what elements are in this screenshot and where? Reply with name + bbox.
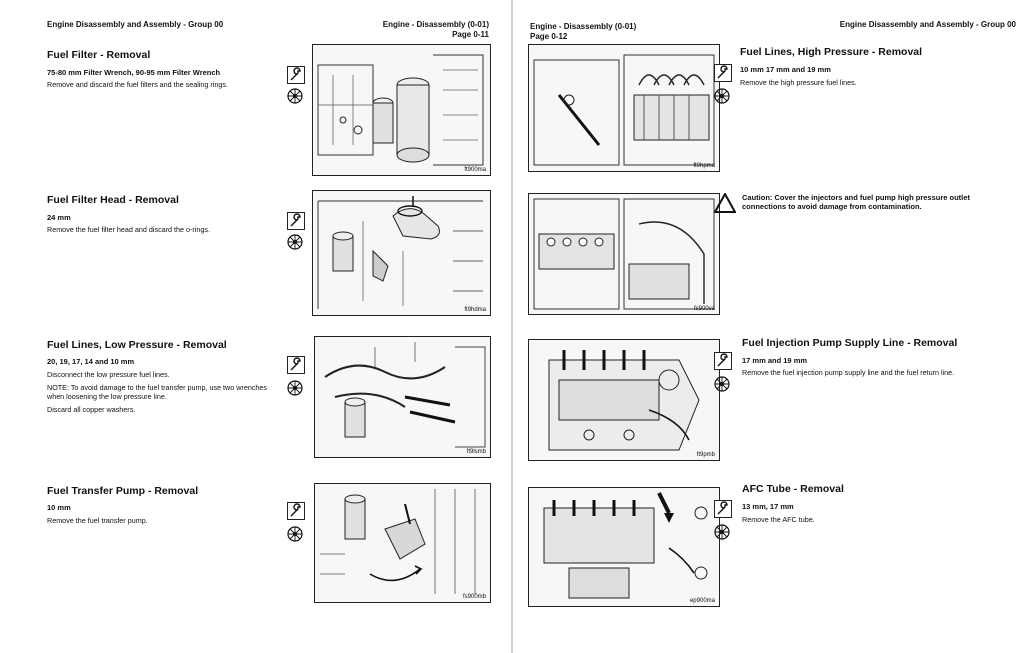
instruction-text: Remove the fuel transfer pump. <box>47 516 148 525</box>
note-body: To avoid damage to the fuel transfer pum… <box>47 383 268 401</box>
wrench-icon <box>287 356 305 374</box>
tool-spec: 13 mm, 17 mm <box>742 502 794 511</box>
wrench-icon <box>714 500 732 518</box>
caution-text: Caution: Cover the injectors and fuel pu… <box>742 193 970 211</box>
tool-spec: 10 mm <box>47 503 71 512</box>
wrench-icon <box>287 66 305 84</box>
figure-fuel-filter: ft900ma <box>312 44 491 176</box>
left-header-title: Engine Disassembly and Assembly - Group … <box>47 20 224 29</box>
figure-afc-tube: ep900ma <box>528 487 720 607</box>
tool-spec: 10 mm 17 mm and 19 mm <box>740 65 831 74</box>
compass-icon <box>287 526 303 542</box>
compass-icon <box>714 524 730 540</box>
figure-code: ep900ma <box>689 598 715 604</box>
note-text: NOTE: To avoid damage to the fuel transf… <box>47 383 282 401</box>
wrench-icon <box>287 502 305 520</box>
compass-icon <box>714 376 730 392</box>
page-divider <box>511 0 513 653</box>
figure-injection-pump-supply-line: ft9pmb <box>528 339 720 461</box>
instruction-text: Remove the fuel injection pump supply li… <box>742 368 955 377</box>
instruction-text: Remove the high pressure fuel lines. <box>740 78 857 87</box>
instruction-text: Remove the fuel filter head and discard … <box>47 225 211 234</box>
figure-fuel-transfer-pump: fs900mb <box>314 483 491 603</box>
tool-spec: 75-80 mm Filter Wrench, 90-95 mm Filter … <box>47 68 221 77</box>
right-header-page: Page 0-12 <box>530 32 568 41</box>
caution-triangle-icon <box>714 193 736 213</box>
right-header-title: Engine Disassembly and Assembly - Group … <box>839 20 1016 29</box>
right-page: Engine - Disassembly (0-01) Page 0-12 En… <box>513 0 1024 653</box>
figure-fuel-filter-head: ft9hdma <box>312 190 491 316</box>
figure-code: ft9lsmb <box>466 449 486 455</box>
section-title: AFC Tube - Removal <box>742 483 844 495</box>
section-title: Fuel Lines, Low Pressure - Removal <box>47 339 227 351</box>
instruction-text: Remove and discard the fuel filters and … <box>47 80 228 89</box>
left-page: Engine Disassembly and Assembly - Group … <box>0 0 511 653</box>
tool-spec: 24 mm <box>47 213 71 222</box>
section-title: Fuel Filter Head - Removal <box>47 194 179 206</box>
figure-code: fs900mb <box>462 594 486 600</box>
compass-icon <box>287 234 303 250</box>
instruction-text: Disconnect the low pressure fuel lines. <box>47 370 170 379</box>
compass-icon <box>287 88 303 104</box>
figure-fuel-lines-low-pressure: ft9lsmb <box>314 336 491 458</box>
figure-injector-covers: fs900va <box>528 193 720 315</box>
right-header-section: Engine - Disassembly (0-01) <box>530 22 637 31</box>
compass-icon <box>287 380 303 396</box>
instruction-text: Remove the AFC tube. <box>742 515 815 524</box>
figure-code: fs900va <box>693 306 715 312</box>
figure-code: ft9hpma <box>693 163 715 169</box>
figure-code: ft9pmb <box>696 452 715 458</box>
tool-spec: 20, 19, 17, 14 and 10 mm <box>47 357 135 366</box>
left-header-page: Page 0-11 <box>452 30 489 39</box>
wrench-icon <box>714 352 732 370</box>
left-header-section: Engine - Disassembly (0-01) <box>382 20 489 29</box>
wrench-icon <box>287 212 305 230</box>
wrench-icon <box>714 64 732 82</box>
figure-code: ft900ma <box>464 167 486 173</box>
compass-icon <box>714 88 730 104</box>
section-title: Fuel Lines, High Pressure - Removal <box>740 46 923 58</box>
section-title: Fuel Transfer Pump - Removal <box>47 485 199 497</box>
figure-code: ft9hdma <box>464 307 486 313</box>
section-title: Fuel Filter - Removal <box>47 49 151 61</box>
figure-fuel-lines-high-pressure: ft9hpma <box>528 44 720 172</box>
section-title: Fuel Injection Pump Supply Line - Remova… <box>742 337 958 349</box>
tool-spec: 17 mm and 19 mm <box>742 356 808 365</box>
instruction-text: Discard all copper washers. <box>47 405 136 414</box>
note-label: NOTE: <box>47 383 69 392</box>
